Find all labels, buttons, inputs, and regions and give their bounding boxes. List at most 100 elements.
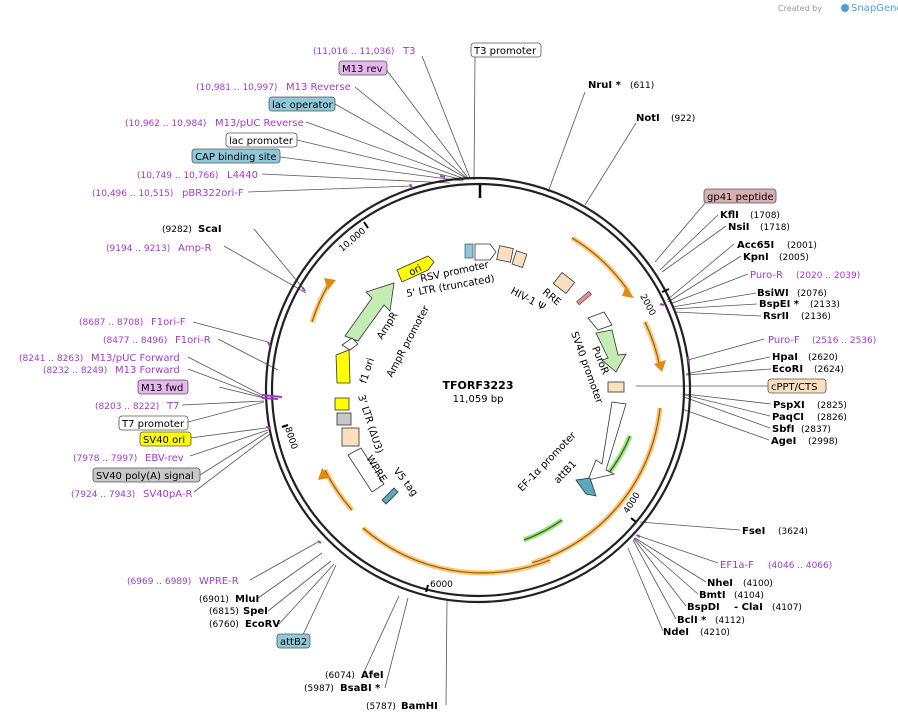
tick-label-8000: 8000 bbox=[282, 426, 299, 451]
primer-pos-m13puc-forward: (8241 .. 8263) bbox=[19, 354, 83, 364]
site-pos-sbfi: (2837) bbox=[801, 425, 831, 435]
site-name-acc65i: Acc65I bbox=[737, 240, 774, 251]
primer-pos-puro-f: (2516 .. 2536) bbox=[812, 336, 876, 346]
site-name-sbfi: SbfI bbox=[772, 424, 794, 435]
site-name-bsiwi: BsiWI bbox=[757, 288, 789, 299]
primer-name-t3: T3 bbox=[402, 46, 415, 57]
primer-name-m13-reverse: M13 Reverse bbox=[286, 82, 351, 93]
feature-label-3ltr: 3' LTR (ΔU3) bbox=[355, 394, 384, 456]
tick-marks bbox=[281, 221, 670, 593]
feature-label-ampr: AmpR bbox=[375, 310, 400, 341]
leader-lines bbox=[181, 55, 772, 706]
site-name-hpai: HpaI bbox=[772, 352, 798, 363]
orf-arrowheads bbox=[318, 278, 666, 480]
box-sv40-ori: SV40 ori bbox=[143, 435, 185, 446]
primer-pos-l4440: (10,749 .. 10,766) bbox=[137, 171, 218, 181]
primer-name-f1ori-r: F1ori-R bbox=[175, 335, 211, 346]
site-name-clai-text: ClaI bbox=[742, 602, 763, 613]
primer-name-m13-forward: M13 Forward bbox=[115, 365, 180, 376]
box-labels: T3 promoter M13 rev lac operator lac pro… bbox=[92, 42, 827, 649]
site-name-ecori: EcoRI bbox=[772, 364, 803, 375]
site-name-bspei: BspEI * bbox=[759, 299, 800, 310]
site-name-ndei: NdeI bbox=[663, 627, 689, 638]
site-pos-afei: (6074) bbox=[325, 671, 355, 681]
backbone-inner bbox=[270, 182, 686, 598]
primer-name-m13puc-forward: M13/pUC Forward bbox=[91, 353, 180, 364]
box-m13-fwd: M13 fwd bbox=[141, 383, 183, 394]
box-cap-binding-site: CAP binding site bbox=[195, 152, 277, 163]
primer-pos-sv40pa-r: (7924 .. 7943) bbox=[71, 490, 135, 500]
primer-pos-amp-r: (9194 .. 9213) bbox=[106, 244, 170, 254]
site-pos-mlui: (6901) bbox=[199, 595, 229, 605]
site-labels: NruI * (611) NotI (922) KflI (1708) NsiI… bbox=[162, 80, 847, 712]
primer-name-wpre-r: WPRE-R bbox=[199, 576, 239, 587]
site-name-fsei: FseI bbox=[742, 526, 765, 537]
site-name-agei: AgeI bbox=[771, 436, 796, 447]
site-pos-hpai: (2620) bbox=[808, 353, 838, 363]
site-name-noti: NotI bbox=[636, 113, 660, 124]
site-name-clai: - ClaI bbox=[734, 602, 763, 613]
box-attb2: attB2 bbox=[280, 637, 307, 648]
tick-label-2000: 2000 bbox=[637, 293, 657, 318]
site-name-kpni: KpnI bbox=[743, 252, 769, 263]
feature-label-f1-ori: f1 ori bbox=[358, 357, 377, 385]
snapgene-logo-icon bbox=[841, 4, 849, 12]
site-name-nrui: NruI * bbox=[588, 80, 622, 91]
site-pos-bspdi-clai: (4107) bbox=[772, 603, 802, 613]
site-pos-bamhi: (5787) bbox=[366, 702, 396, 712]
box-lac-operator: lac operator bbox=[272, 100, 333, 111]
site-pos-acc65i: (2001) bbox=[787, 241, 817, 251]
feature-label-ori: ori bbox=[407, 263, 424, 279]
primer-pos-f1ori-f: (8687 .. 8708) bbox=[79, 318, 143, 328]
site-pos-noti: (922) bbox=[671, 114, 695, 124]
primer-name-ef1a-f: EF1a-F bbox=[720, 560, 754, 571]
box-t7-promoter: T7 promoter bbox=[121, 419, 185, 430]
primer-pos-wpre-r: (6969 .. 6989) bbox=[127, 577, 191, 587]
site-pos-nrui: (611) bbox=[630, 81, 654, 91]
tick-label-6000: 6000 bbox=[430, 580, 453, 590]
primer-pos-m13puc-reverse: (10,962 .. 10,984) bbox=[125, 119, 206, 129]
site-name-bcli: BclI * bbox=[677, 615, 707, 626]
primer-pos-t3: (11,016 .. 11,036) bbox=[313, 47, 394, 57]
site-pos-bsabi: (5987) bbox=[304, 684, 334, 694]
primer-name-t7: T7 bbox=[166, 401, 179, 412]
primer-pos-pbr322ori-f: (10,496 .. 10,515) bbox=[92, 189, 173, 199]
site-pos-ecorv: (6760) bbox=[209, 620, 239, 630]
primer-marks bbox=[261, 175, 690, 544]
site-name-nhei: NheI bbox=[707, 578, 733, 589]
box-gp41-peptide: gp41 peptide bbox=[707, 192, 774, 203]
site-name-paqci: PaqCI bbox=[772, 412, 804, 423]
inner-features bbox=[334, 243, 627, 505]
site-name-nsii: NsiI bbox=[728, 222, 749, 233]
site-name-bmti: BmtI bbox=[699, 590, 726, 601]
site-pos-nhei: (4100) bbox=[743, 579, 773, 589]
site-name-pspxi: PspXI bbox=[773, 400, 805, 411]
site-name-bsabi: BsaBI * bbox=[340, 683, 381, 694]
box-lac-promoter: lac promoter bbox=[229, 136, 294, 147]
site-pos-nsii: (1718) bbox=[760, 223, 790, 233]
primer-name-ebv-rev: EBV-rev bbox=[145, 453, 184, 464]
primer-pos-f1ori-r: (8477 .. 8496) bbox=[103, 336, 167, 346]
primer-name-puro-r: Puro-R bbox=[750, 270, 783, 281]
site-name-rsrii: RsrII bbox=[763, 311, 789, 322]
site-pos-spei: (6815) bbox=[209, 607, 239, 617]
plasmid-length: 11,059 bp bbox=[453, 394, 504, 405]
primer-name-puro-f: Puro-F bbox=[768, 335, 800, 346]
site-pos-scai: (9282) bbox=[162, 225, 192, 235]
backbone-outer bbox=[264, 176, 692, 604]
primer-name-amp-r: Amp-R bbox=[178, 243, 212, 254]
site-name-bspdi: BspDI bbox=[687, 602, 720, 613]
tick-label-10000: 10,000 bbox=[338, 226, 369, 254]
site-pos-ecori: (2624) bbox=[814, 365, 844, 375]
site-pos-bmti: (4104) bbox=[734, 591, 764, 601]
site-pos-paqci: (2826) bbox=[817, 413, 847, 423]
site-pos-kfli: (1708) bbox=[750, 211, 780, 221]
box-sv40-polya-signal: SV40 poly(A) signal bbox=[96, 471, 194, 482]
site-pos-bsiwi: (2076) bbox=[797, 289, 827, 299]
site-pos-agei: (2998) bbox=[808, 437, 838, 447]
primer-labels: (11,016 .. 11,036) T3 (10,981 .. 10,997)… bbox=[19, 46, 876, 587]
primer-name-m13puc-reverse: M13/pUC Reverse bbox=[215, 118, 304, 129]
feature-label-attb1: attB1 bbox=[552, 459, 579, 486]
primer-pos-m13-reverse: (10,981 .. 10,997) bbox=[196, 83, 277, 93]
